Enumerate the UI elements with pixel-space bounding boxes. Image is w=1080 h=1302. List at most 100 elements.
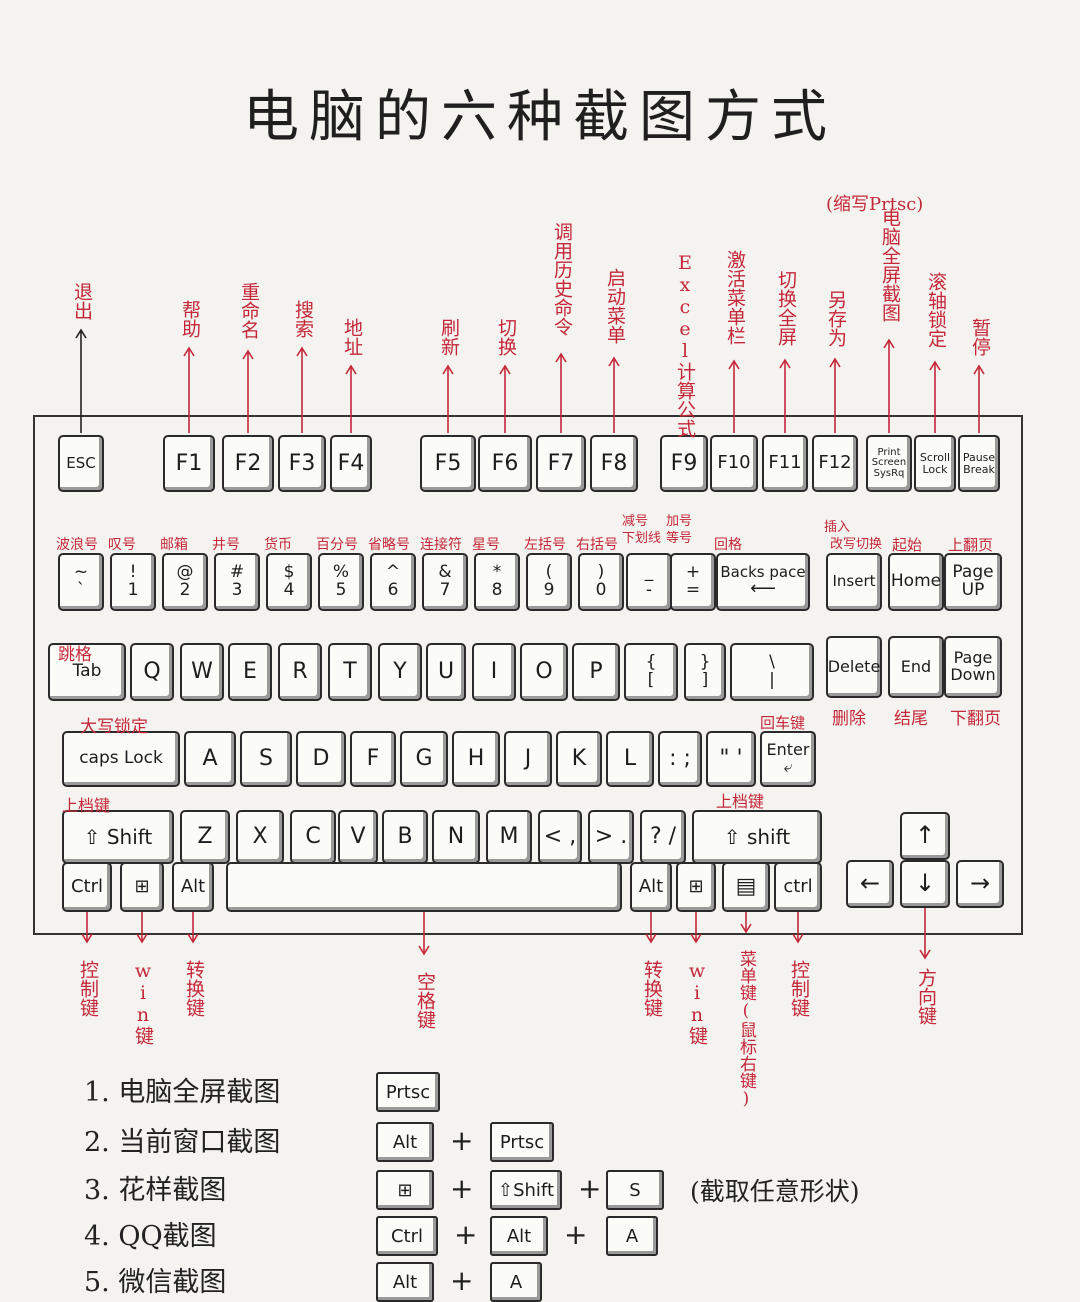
key-f9[interactable]: F9 [660,435,708,492]
key-asdf-2[interactable]: S [240,731,292,787]
key-asdf-3[interactable]: D [296,731,346,787]
key-num-10[interactable]: )0 [578,553,624,611]
key-qwerty-3[interactable]: E [228,643,272,701]
method-5-key-0: Alt [376,1262,434,1302]
key-asdf-11[interactable]: " ' [706,731,756,787]
key-num-11[interactable]: _- [626,553,672,611]
key-num-9[interactable]: (9 [526,553,572,611]
key-bottom-3[interactable] [226,862,622,912]
key-qwerty-1[interactable]: Q [130,643,174,701]
key-zxcv-8[interactable]: < , [538,810,582,864]
key-qwerty-9[interactable]: O [520,643,568,701]
key-shift-symbol: # [229,562,245,583]
key-qwerty-12[interactable]: }] [684,643,726,701]
key-num-7[interactable]: &7 [422,553,468,611]
key-asdf-12[interactable]: Enter⤶ [760,731,816,787]
key-asdf-1[interactable]: A [184,731,236,787]
key-f5[interactable]: F5 [420,435,476,492]
key-bottom-5[interactable]: ⊞ [676,862,716,912]
key-zxcv-4[interactable]: V [338,810,378,864]
key-asdf-0[interactable]: caps Lock [62,731,180,787]
desc-f5: 刷新 [438,318,460,356]
key-num-1[interactable]: !1 [110,553,156,611]
key-num-4[interactable]: $4 [266,553,312,611]
key-num-6[interactable]: ^6 [370,553,416,611]
key-f11[interactable]: F11 [762,435,808,492]
desc-num-0: 波浪号 [56,537,98,553]
key-bottom-4[interactable]: Alt [630,862,672,912]
key-arrow-right[interactable]: → [956,860,1004,908]
key-asdf-6[interactable]: H [452,731,500,787]
key-qwerty-10[interactable]: P [572,643,620,701]
key-zxcv-2[interactable]: X [236,810,284,864]
key-bottom-1[interactable]: ⊞ [120,862,164,912]
key-nav-top-1[interactable]: Home [888,553,944,611]
key-nav-bottom-0[interactable]: Delete [826,636,882,698]
key-arrow-down[interactable]: ↓ [900,860,950,908]
key-arrow-left[interactable]: ← [846,860,894,908]
key-zxcv-10[interactable]: ? / [640,810,686,864]
key-num-3[interactable]: #3 [214,553,260,611]
key-num-12[interactable]: += [670,553,716,611]
key-zxcv-0[interactable]: ⇧ Shift [62,810,174,864]
key-asdf-9[interactable]: L [606,731,654,787]
key-zxcv-9[interactable]: > . [588,810,634,864]
key-bottom-6[interactable]: ▤ [722,862,770,912]
key-f6[interactable]: F6 [478,435,532,492]
key-qwerty-13[interactable]: \| [730,643,814,701]
key-f7[interactable]: F7 [536,435,586,492]
key-zxcv-3[interactable]: C [290,810,336,864]
key-esc[interactable]: ESC [58,435,104,492]
key-nav-bottom-1[interactable]: End [888,636,944,698]
key-num-5[interactable]: %5 [318,553,364,611]
key-bottom-2[interactable]: Alt [172,862,214,912]
key-label-part: Page [953,648,993,668]
key-asdf-5[interactable]: G [400,731,448,787]
desc-nav-top-2: 上翻页 [948,536,994,554]
key-bottom-7[interactable]: ctrl [774,862,822,912]
key-f8[interactable]: F8 [590,435,638,492]
key-num-0[interactable]: ~` [58,553,104,611]
key-num-2[interactable]: @2 [162,553,208,611]
key-zxcv-1[interactable]: Z [180,810,230,864]
key-qwerty-5[interactable]: T [328,643,372,701]
key-qwerty-6[interactable]: Y [378,643,422,701]
key-f4[interactable]: F4 [330,435,372,492]
desc-num-11-b: 下划线 [622,531,662,546]
key-base-symbol: 2 [179,580,191,600]
desc-nav-top-1: 起始 [892,536,923,554]
key-zxcv-6[interactable]: N [432,810,480,864]
key-asdf-4[interactable]: F [350,731,396,787]
key-arrow-up[interactable]: ↑ [900,812,950,860]
key-f3[interactable]: F3 [278,435,326,492]
key-asdf-10[interactable]: : ; [658,731,702,787]
key-f12[interactable]: F12 [812,435,858,492]
key-f1[interactable]: F1 [163,435,215,492]
key-qwerty-4[interactable]: R [278,643,322,701]
key-qwerty-0[interactable]: Tab [48,643,126,701]
key-label-part: Scroll [919,450,951,464]
key-qwerty-11[interactable]: {[ [624,643,678,701]
key-zxcv-7[interactable]: M [486,810,532,864]
key-zxcv-5[interactable]: B [382,810,428,864]
key-num-8[interactable]: *8 [474,553,520,611]
key-qwerty-7[interactable]: U [426,643,466,701]
desc-shift-left: 上档键 [62,796,111,815]
desc-shift-right: 上档键 [716,792,765,811]
key-qwerty-8[interactable]: I [472,643,516,701]
key-zxcv-11[interactable]: ⇧ shift [692,810,822,864]
key-f2[interactable]: F2 [222,435,274,492]
key-nav-top-0[interactable]: Insert [826,553,882,611]
key-f10[interactable]: F10 [710,435,758,492]
key-bottom-0[interactable]: Ctrl [62,862,112,912]
key-backspace[interactable]: Backs pace⟵ [716,553,810,611]
key-qwerty-2[interactable]: W [180,643,224,701]
key-asdf-8[interactable]: K [556,731,602,787]
arrow-head [690,933,702,944]
key-asdf-7[interactable]: J [504,731,552,787]
